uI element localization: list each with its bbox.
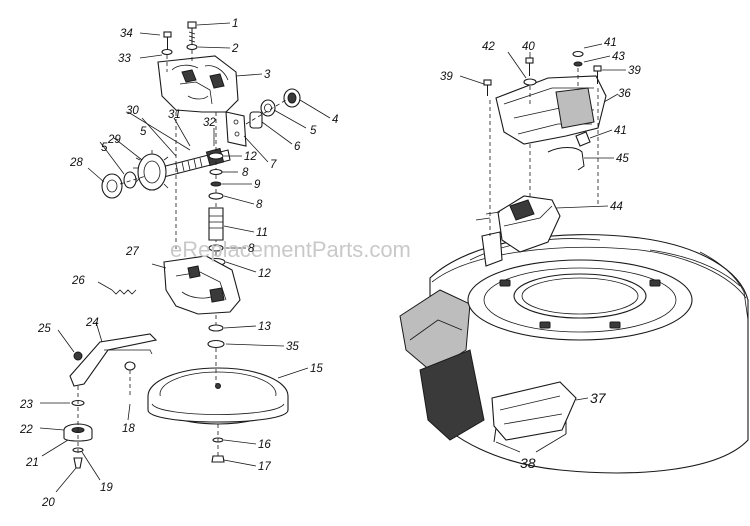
gearbox-44 — [475, 195, 561, 267]
idler-bracket-24 — [69, 333, 158, 387]
callout-32: 32 — [203, 117, 216, 129]
callout-19: 19 — [100, 482, 113, 494]
nut-17 — [211, 455, 225, 463]
callout-31: 31 — [168, 109, 181, 121]
ring-9 — [210, 181, 222, 187]
bolt-40 — [525, 57, 534, 76]
left-assembly — [39, 21, 331, 493]
callout-6: 6 — [294, 141, 301, 153]
callout-37: 37 — [590, 390, 607, 406]
callout-34: 34 — [120, 28, 133, 40]
callout-43: 43 — [612, 51, 625, 63]
callout-9: 9 — [254, 179, 261, 191]
callout-38: 38 — [520, 455, 536, 471]
bolt-34 — [163, 31, 172, 50]
washer-43 — [573, 61, 583, 67]
callout-40: 40 — [522, 41, 535, 53]
cover-36 — [495, 75, 607, 145]
callout-42: 42 — [482, 41, 495, 53]
bolt-20 — [73, 457, 83, 469]
spring-26 — [111, 289, 137, 295]
bolt-39-left — [483, 79, 492, 96]
callout-labels: 1 2 3 4 5 5 5 6 7 8 8 8 9 11 12 12 13 15… — [19, 18, 641, 509]
callout-41-top: 41 — [604, 37, 617, 49]
bearing-5 — [260, 99, 276, 117]
washer-41-top — [572, 50, 584, 58]
callout-16: 16 — [258, 439, 271, 451]
callout-25: 25 — [37, 323, 51, 335]
callout-8-lower: 8 — [248, 243, 255, 255]
callout-24: 24 — [85, 317, 99, 329]
washer-5-left — [123, 171, 137, 189]
callout-33: 33 — [118, 53, 131, 65]
callout-26: 26 — [71, 275, 85, 287]
callout-41-mid: 41 — [614, 125, 627, 137]
callout-5-upper: 5 — [140, 126, 147, 138]
callout-15: 15 — [310, 363, 323, 375]
callout-28: 28 — [69, 157, 83, 169]
callout-18: 18 — [122, 423, 135, 435]
gear-case-27 — [163, 255, 241, 315]
washer-8-upper — [209, 168, 223, 176]
callout-30: 30 — [126, 105, 139, 117]
callout-22: 22 — [19, 424, 33, 436]
callout-20: 20 — [41, 497, 55, 509]
callout-12-lower: 12 — [258, 268, 271, 280]
callout-17: 17 — [258, 461, 271, 473]
callout-8-upper: 8 — [242, 167, 249, 179]
callout-35: 35 — [286, 341, 299, 353]
left-leader-lines — [39, 22, 331, 493]
callout-8-mid: 8 — [256, 199, 263, 211]
screws-38 — [493, 420, 567, 443]
drive-pulley-15 — [147, 367, 289, 425]
callout-23: 23 — [19, 399, 33, 411]
callout-12-upper: 12 — [244, 151, 257, 163]
washer-35 — [207, 339, 225, 349]
bearing-28 — [101, 173, 123, 199]
callout-7: 7 — [270, 159, 277, 171]
right-leader-lines — [459, 43, 626, 453]
mower-deck — [399, 234, 749, 474]
callout-1: 1 — [232, 18, 238, 30]
bolt-39-right — [593, 65, 602, 84]
callout-5-right: 5 — [310, 125, 317, 137]
callout-13: 13 — [258, 321, 271, 333]
bolt-1 — [187, 21, 197, 46]
callout-4: 4 — [332, 114, 338, 126]
watermark-text: eReplacementParts.com — [170, 237, 411, 262]
worm-gear-29 — [133, 150, 169, 191]
callout-5-left: 5 — [101, 142, 108, 154]
washer-8-mid — [208, 192, 224, 200]
callout-36: 36 — [618, 88, 631, 100]
callout-2: 2 — [231, 43, 239, 55]
washer-33 — [161, 48, 173, 56]
callout-39-right: 39 — [628, 65, 641, 77]
callout-44: 44 — [610, 201, 623, 213]
seal-4 — [283, 88, 301, 108]
right-assembly — [399, 43, 749, 474]
callout-3: 3 — [264, 69, 271, 81]
washer-2 — [186, 43, 198, 51]
plate-7 — [225, 111, 247, 147]
spindle-11 — [208, 207, 224, 241]
nut-18 — [124, 361, 136, 371]
housing-cover-3 — [157, 55, 239, 113]
washer-13 — [208, 324, 224, 332]
nut-25 — [73, 351, 83, 361]
callout-39-left: 39 — [440, 71, 453, 83]
callout-21: 21 — [25, 457, 39, 469]
callout-27: 27 — [125, 246, 139, 258]
clip-41 — [575, 131, 591, 147]
washer-42 — [523, 78, 537, 86]
callout-11: 11 — [256, 227, 268, 239]
callout-29: 29 — [107, 134, 121, 146]
washer-12-upper — [208, 152, 224, 160]
wire-45 — [547, 147, 585, 171]
baffle-37 — [491, 381, 577, 441]
bushing-6 — [249, 111, 263, 129]
washer-8-lower — [208, 244, 224, 252]
callout-45: 45 — [616, 153, 629, 165]
